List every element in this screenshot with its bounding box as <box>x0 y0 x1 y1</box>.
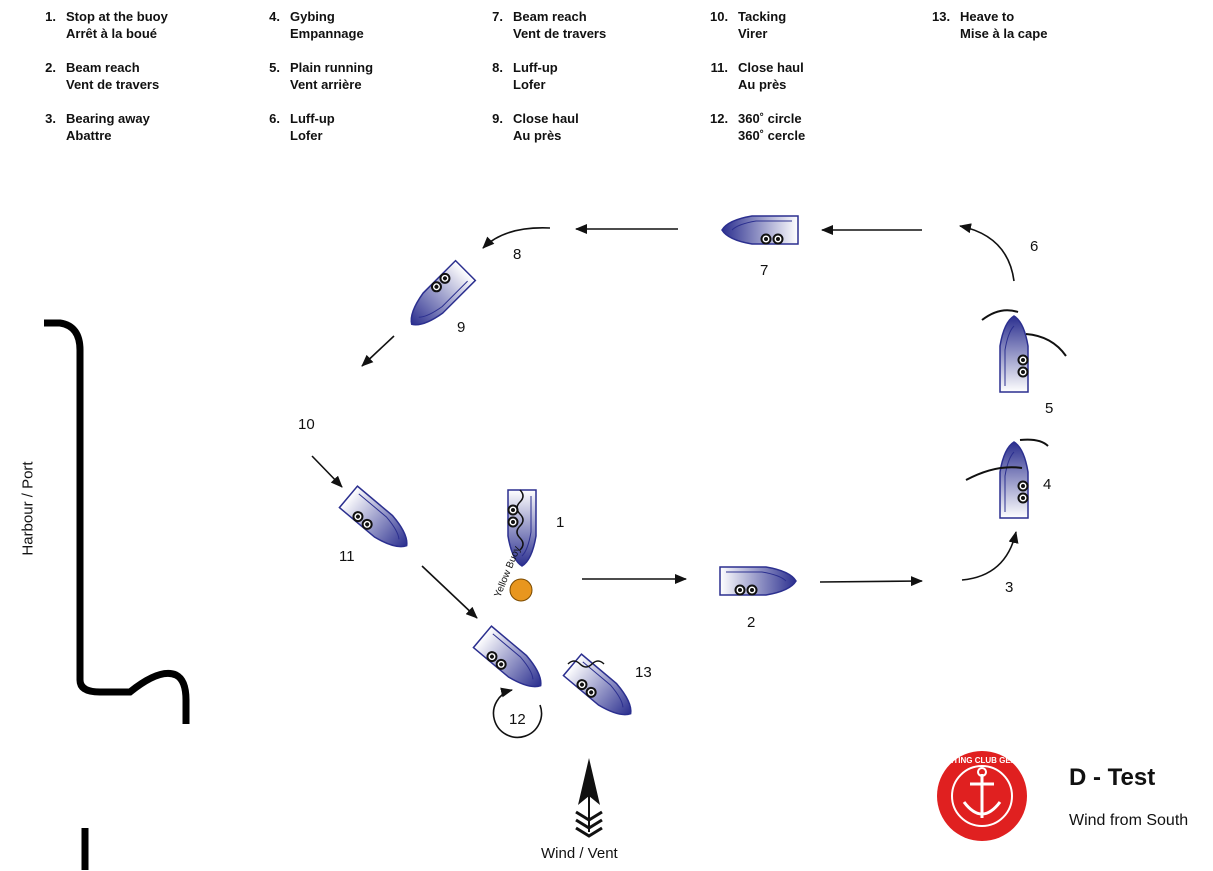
arrow-9-to-10 <box>361 335 395 367</box>
test-subtitle: Wind from South <box>1069 812 1189 829</box>
arrow-8-to-9 <box>482 227 551 249</box>
boat-2 <box>719 566 797 596</box>
boat-4 <box>999 441 1029 519</box>
sail-4b <box>1019 438 1049 447</box>
boat-7 <box>721 215 799 245</box>
step-label: 10 <box>298 416 315 433</box>
step-label: 9 <box>457 319 465 336</box>
sail-4 <box>965 466 1023 481</box>
step-label: 4 <box>1043 476 1051 493</box>
step-label: 12 <box>509 711 526 728</box>
step-label: 11 <box>339 548 355 565</box>
circle-arrow-12 <box>492 687 543 739</box>
step-label: 1 <box>556 514 564 531</box>
step-label: 3 <box>1005 579 1013 596</box>
step-label: 7 <box>760 262 768 279</box>
arrow-3-to-4 <box>961 531 1019 581</box>
arrow-11-to-12 <box>421 565 478 619</box>
harbour-wall <box>44 319 190 724</box>
boat-11 <box>338 485 417 558</box>
yacht-club-logo: YACHTING CLUB GENEVE <box>931 751 1033 841</box>
arrow-10-to-11 <box>311 455 343 488</box>
test-title: D - Test <box>1069 764 1156 791</box>
boat-12 <box>472 625 551 698</box>
step-label: 5 <box>1045 400 1053 417</box>
step-label: 8 <box>513 246 521 263</box>
step-label: 2 <box>747 614 755 631</box>
yellow-buoy <box>509 578 533 602</box>
wind-arrow <box>575 758 603 838</box>
sail-5 <box>981 309 1019 321</box>
boat-5 <box>999 315 1029 393</box>
sail-5b <box>1025 333 1067 357</box>
arrow-5-to-6 <box>959 223 1015 282</box>
logo-text: YACHTING CLUB GENEVE <box>931 756 1033 765</box>
boat-13 <box>562 653 641 726</box>
step-label: 13 <box>635 664 652 681</box>
harbour-label: Harbour / Port <box>19 461 37 556</box>
sail-1 <box>516 489 524 551</box>
sail-13 <box>567 660 605 668</box>
wind-label: Wind / Vent <box>541 845 618 862</box>
arrow-2-to-3 <box>819 576 923 587</box>
step-label: 6 <box>1030 238 1038 255</box>
